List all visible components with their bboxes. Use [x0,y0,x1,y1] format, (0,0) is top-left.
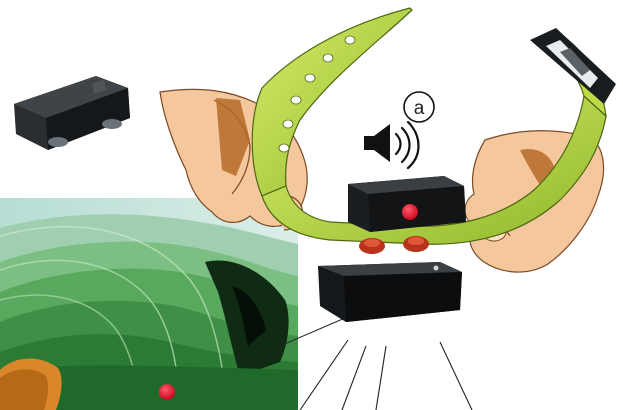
speaker-icon [364,124,390,162]
strap-hole [323,54,333,62]
callout-a: a [404,92,434,122]
indicator-light [402,204,418,220]
detached-receiver-unit [14,76,130,150]
strap-hole [291,96,301,104]
strap-hole [283,120,293,128]
position-dot [159,384,175,400]
strap-hole [345,36,355,44]
callout-label: a [414,98,425,119]
strap-hole [305,74,315,82]
sound-waves-icon [396,122,419,168]
receiver-bottom-unit [318,262,462,322]
terrain-inset [0,198,298,410]
strap-hole [279,144,289,152]
emission-lines [300,340,472,410]
strap-buckle [530,28,616,104]
receiver-top-unit [348,176,466,232]
